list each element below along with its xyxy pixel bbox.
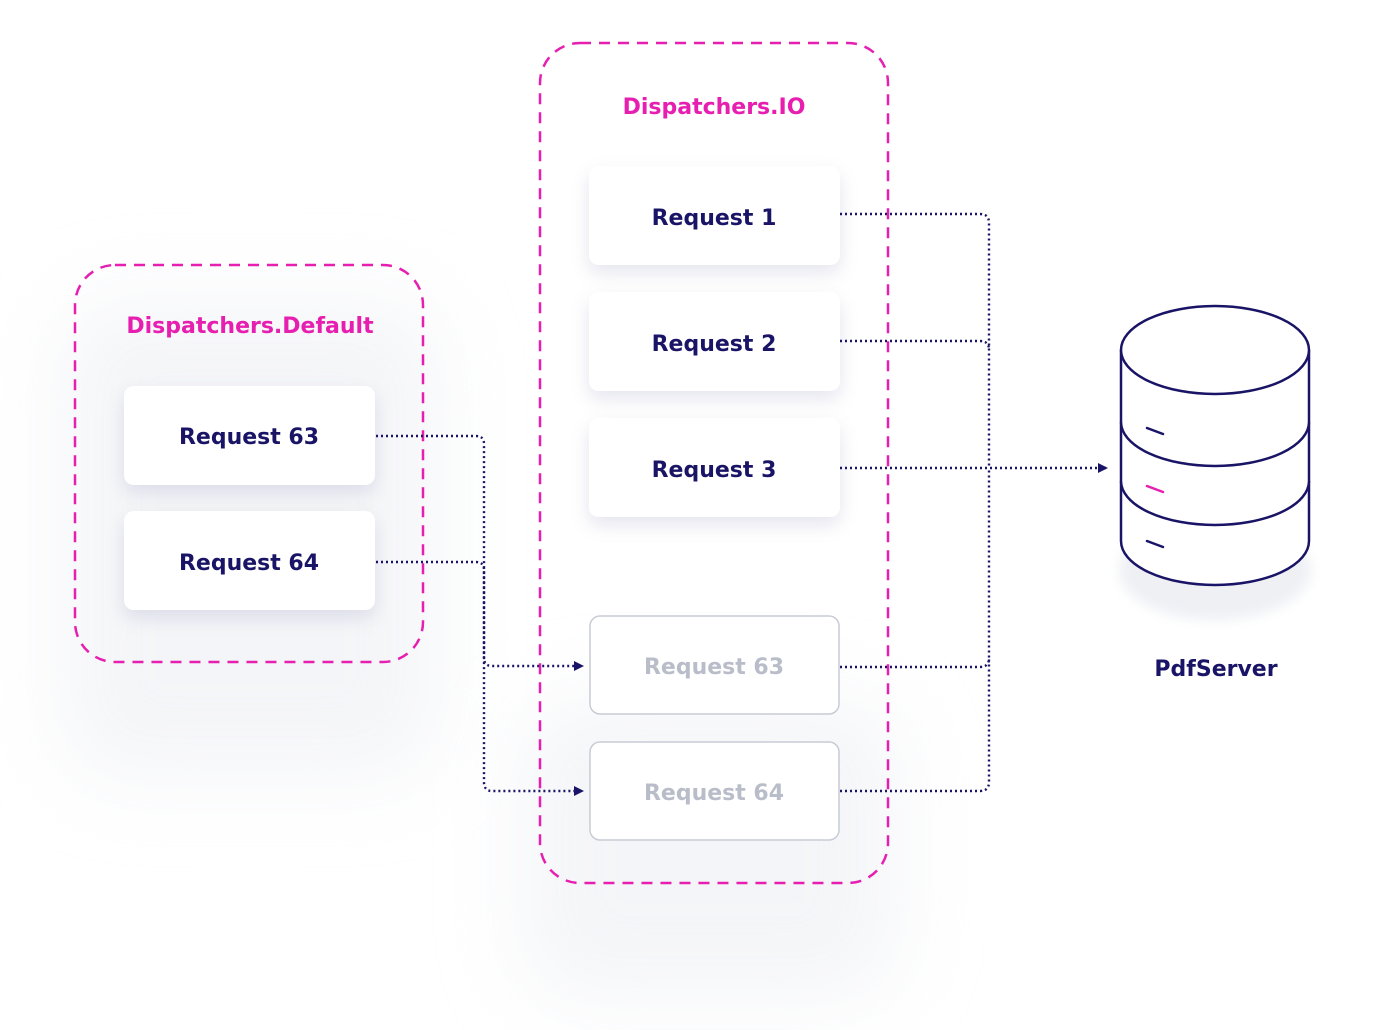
request-card-io-2: Request 2	[589, 292, 840, 391]
dispatchers-default-group: Dispatchers.Default	[73, 263, 425, 664]
request-label: Request 63	[179, 425, 319, 450]
pdf-server: PdfServer	[1119, 304, 1311, 682]
request-label: Request 2	[652, 332, 777, 357]
request-label: Request 1	[652, 206, 777, 231]
request-label: Request 64	[644, 781, 784, 806]
dispatchers-default-title: Dispatchers.Default	[126, 314, 374, 339]
connector-default64-to-io64	[376, 560, 584, 796]
connector-default63-to-io63	[376, 434, 584, 671]
database-icon	[1119, 304, 1311, 587]
pdf-server-label: PdfServer	[1154, 657, 1277, 682]
request-label: Request 63	[644, 655, 784, 680]
dispatchers-default-boundary	[73, 263, 425, 664]
dispatchers-io-title: Dispatchers.IO	[623, 95, 806, 120]
request-card-default-64: Request 64	[124, 511, 375, 610]
connector-io2-to-trunk	[840, 339, 991, 351]
request-card-io-3: Request 3	[589, 418, 840, 517]
dispatchers-io-group: Dispatchers.IO	[538, 41, 890, 885]
connector-io1-to-trunk	[840, 212, 991, 468]
connector-io64-to-trunk	[840, 658, 991, 793]
request-card-default-63: Request 63	[124, 386, 375, 485]
connector-io63-to-trunk	[840, 468, 991, 669]
request-card-io-64-ghost: Request 64	[589, 741, 840, 841]
request-label: Request 64	[179, 551, 319, 576]
connectors	[376, 212, 1108, 796]
dispatchers-io-boundary	[538, 41, 890, 885]
request-card-io-1: Request 1	[589, 166, 840, 265]
request-label: Request 3	[652, 458, 777, 483]
request-card-io-63-ghost: Request 63	[589, 615, 840, 715]
